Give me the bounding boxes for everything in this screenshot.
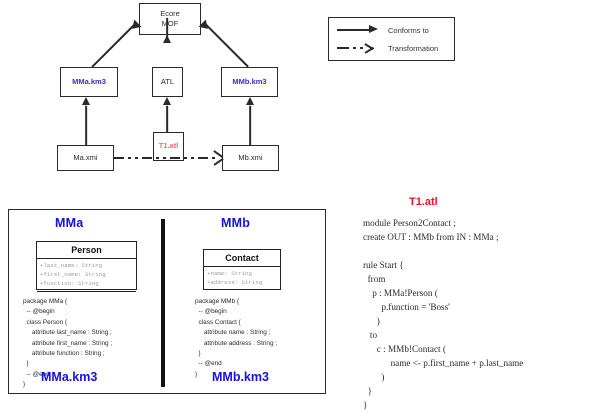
uml-attribute-list: +name: String +address: String [204, 267, 280, 291]
node-label: T1.atl [158, 141, 179, 151]
legend-label: Conforms to [388, 25, 429, 35]
node-label: Ecore MOF [160, 8, 180, 28]
legend-box: Conforms to Transformation [328, 17, 455, 61]
uml-attribute: +address: String [207, 279, 263, 287]
uml-class-person: Person +last_name: String +first_name: S… [36, 241, 137, 292]
node-mb-xmi: Mb.xmi [222, 145, 279, 171]
open-arrow-head [213, 150, 224, 166]
node-ma-xmi: Ma.xmi [57, 145, 114, 171]
legend-label: Transformation [388, 43, 439, 53]
uml-class-name: Contact [204, 250, 280, 267]
atl-filename-title: T1.atl [409, 196, 438, 208]
mma-km3-filename: MMa.km3 [41, 370, 98, 384]
atl-source-code: module Person2Contact ; create OUT : MMb… [363, 218, 524, 410]
mma-km3-code: package MMa { -- @begin class Person { a… [23, 298, 113, 388]
uml-operations-compartment [204, 290, 280, 295]
uml-class-contact: Contact +name: String +address: String [203, 249, 281, 291]
atl-transformation-section: T1.atl module Person2Contact ; create OU… [355, 190, 600, 410]
uml-attribute: +first_name: String [40, 271, 106, 279]
panel-divider [161, 219, 165, 387]
node-mma-km3: MMa.km3 [60, 67, 118, 97]
uml-attribute-list: +last_name: String +first_name: String +… [37, 259, 136, 292]
node-label: MMa.km3 [72, 76, 106, 86]
mmb-title: MMb [221, 216, 251, 230]
dash-dot-arrow-icon [337, 43, 380, 54]
uml-class-name: Person [37, 242, 136, 259]
node-t1-atl: T1.atl [153, 132, 184, 161]
uml-operations-compartment [37, 292, 136, 297]
node-label: ATL [160, 76, 175, 86]
uml-attribute: +name: String [207, 270, 252, 277]
legend-item-transformation: Transformation [337, 43, 439, 54]
uml-attribute: +function: String [40, 280, 99, 288]
mmb-km3-code: package MMb { -- @begin class Contact { … [195, 298, 278, 378]
mma-title: MMa [55, 216, 84, 230]
node-atl: ATL [152, 67, 183, 97]
solid-arrow-icon [337, 25, 380, 35]
mmb-km3-filename: MMb.km3 [212, 370, 269, 384]
node-mmb-km3: MMb.km3 [221, 67, 278, 97]
legend-item-conforms-to: Conforms to [337, 25, 429, 35]
conformance-diagram: Ecore MOF MMa.km3 ATL MMb.km3 Ma.xmi T1.… [0, 0, 310, 190]
metamodel-panel: MMa Person +last_name: String +first_nam… [8, 209, 326, 394]
node-ecore-mof: Ecore MOF [139, 3, 201, 35]
node-label: Mb.xmi [238, 152, 263, 162]
uml-attribute: +last_name: String [40, 262, 103, 269]
node-label: MMb.km3 [232, 76, 267, 86]
node-label: Ma.xmi [73, 152, 98, 162]
